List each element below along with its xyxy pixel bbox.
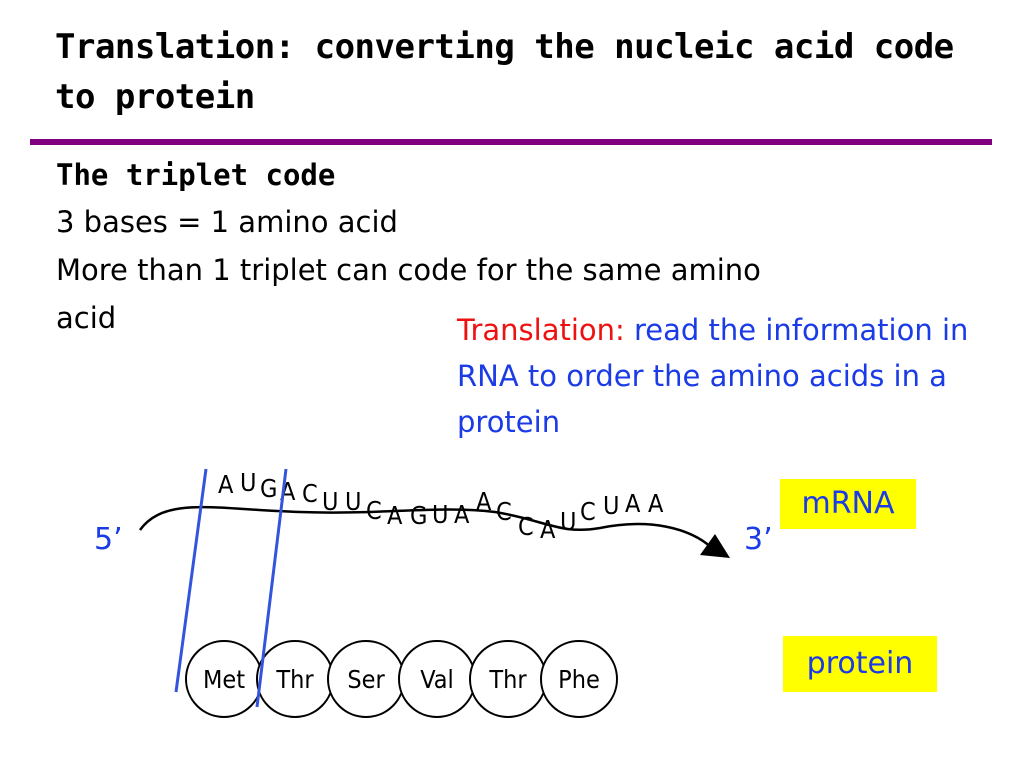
mrna-base: G (260, 474, 277, 503)
amino-acid-circle (540, 640, 618, 718)
mrna-base: U (345, 487, 361, 516)
mrna-label: mRNA (780, 479, 916, 529)
mrna-base: C (580, 497, 596, 526)
mrna-base: A (218, 470, 234, 499)
five-prime-label: 5’ (94, 522, 123, 557)
mrna-base: A (648, 489, 664, 518)
mrna-base: G (410, 501, 427, 530)
definition-text: read the information in RNA to order the… (457, 313, 969, 439)
amino-acid-label: Thr (488, 665, 527, 694)
amino-acid-label: Phe (558, 665, 600, 694)
subheading: The triplet code (56, 158, 336, 192)
mrna-arrowhead (700, 534, 730, 558)
amino-acid-label: Met (203, 665, 245, 694)
translation-definition: Translation: read the information in RNA… (457, 307, 997, 445)
mrna-base: C (518, 512, 534, 541)
mrna-base: A (454, 500, 470, 529)
reading-frame-line-left (174, 468, 208, 693)
body-line-3: acid (56, 301, 117, 335)
protein-label: protein (783, 636, 937, 692)
mrna-base: A (387, 501, 403, 530)
mrna-base: A (625, 489, 641, 518)
mrna-base: C (496, 497, 512, 526)
reading-frame-line-right (255, 468, 288, 708)
mrna-strand (138, 505, 713, 549)
three-prime-label: 3’ (744, 522, 773, 557)
mrna-base: A (540, 515, 556, 544)
protein-chain: Met Thr Ser Val Thr Phe (185, 640, 618, 718)
mrna-base: U (322, 487, 338, 516)
mrna-base: C (302, 479, 318, 508)
definition-term: Translation: (457, 313, 625, 347)
mrna-base: A (476, 487, 492, 516)
mrna-base: U (560, 507, 576, 536)
title-divider (30, 139, 992, 145)
mrna-base: U (603, 491, 619, 520)
body-line-2: More than 1 triplet can code for the sam… (56, 253, 761, 287)
mrna-base: U (240, 468, 256, 497)
body-line-1: 3 bases = 1 amino acid (56, 205, 398, 239)
mrna-base: C (366, 496, 382, 525)
amino-acid-label: Val (420, 665, 453, 694)
amino-acid-label: Thr (275, 665, 314, 694)
mrna-base: U (432, 500, 448, 529)
amino-acid-label: Ser (347, 665, 385, 694)
slide-title: Translation: converting the nucleic acid… (55, 27, 954, 117)
